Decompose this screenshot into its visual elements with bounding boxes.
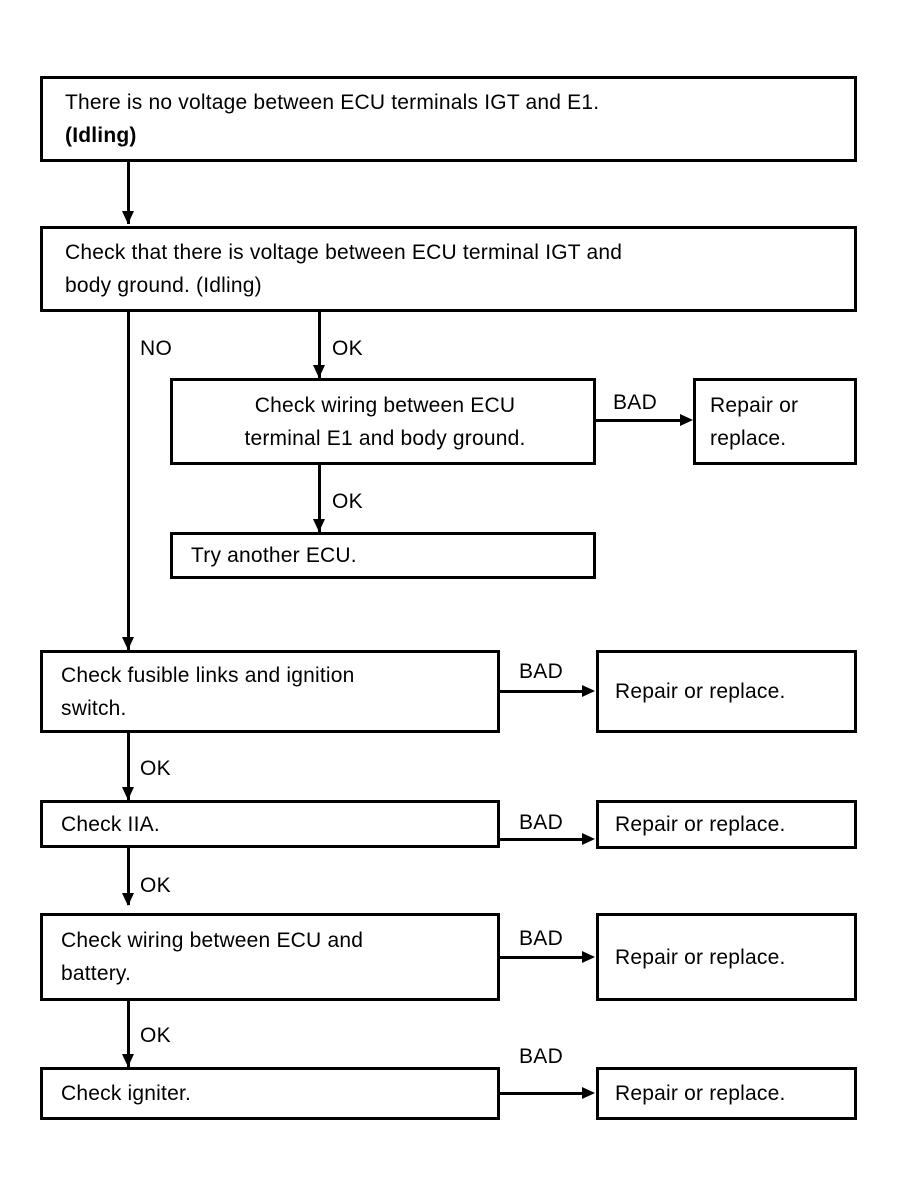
connector-bad-igniter	[500, 1092, 588, 1095]
connector-ok-igniter	[127, 1001, 130, 1067]
arrowhead-ok-wiring-battery	[122, 893, 134, 906]
edge-label-ok-igniter: OK	[140, 1024, 171, 1047]
node-check-iia-line-1: Check IIA.	[61, 812, 160, 836]
node-repair-or-replace-1-line-1: Repair or	[710, 393, 799, 417]
connector-ok-try-ecu	[318, 465, 321, 532]
node-check-iia: Check IIA.	[40, 800, 500, 848]
node-check-wiring-battery-line-1: Check wiring between ECU and	[61, 929, 364, 952]
arrowhead-bad-fusible	[582, 685, 595, 697]
arrowhead-no-branch	[122, 637, 134, 650]
node-repair-or-replace-2-line-1: Repair or replace.	[615, 680, 786, 703]
node-try-another-ecu-line-1: Try another ECU.	[191, 544, 357, 567]
node-check-wiring-battery-line-2: battery.	[61, 962, 132, 985]
arrowhead-ok-iia	[122, 787, 134, 800]
edge-label-no: NO	[140, 337, 173, 360]
edge-label-bad-fusible: BAD	[519, 660, 564, 683]
node-repair-or-replace-2: Repair or replace.	[596, 650, 857, 733]
node-symptom-line-2: (Idling)	[65, 124, 137, 147]
connector-bad-iia	[500, 838, 588, 841]
node-repair-or-replace-3: Repair or replace.	[596, 800, 857, 849]
edge-label-bad-igniter: BAD	[519, 1045, 564, 1068]
node-repair-or-replace-4-line-1: Repair or replace.	[615, 945, 786, 969]
arrowhead-symptom-to-check-igt	[122, 211, 134, 224]
node-repair-or-replace-5: Repair or replace.	[596, 1067, 857, 1120]
edge-label-bad-e1: BAD	[613, 391, 658, 414]
node-repair-or-replace-3-line-1: Repair or replace.	[615, 813, 786, 836]
edge-label-ok-iia: OK	[140, 757, 171, 780]
edge-label-bad-iia: BAD	[519, 811, 564, 834]
node-check-wiring-e1: Check wiring between ECU terminal E1 and…	[170, 378, 596, 465]
connector-bad-e1	[596, 419, 688, 422]
node-symptom-line-1: There is no voltage between ECU terminal…	[65, 91, 600, 114]
node-check-wiring-e1-line-2: terminal E1 and body ground.	[244, 426, 526, 450]
arrowhead-bad-igniter	[582, 1087, 595, 1099]
connector-symptom-to-check-igt	[127, 162, 130, 224]
node-check-igt-line-2-text: body ground. (Idling)	[65, 274, 262, 297]
connector-ok-branch	[318, 312, 321, 378]
connector-no-branch	[127, 312, 130, 650]
node-check-igniter: Check igniter.	[40, 1067, 500, 1120]
node-check-fusible-links-line-2: switch.	[61, 696, 127, 720]
node-symptom: There is no voltage between ECU terminal…	[40, 76, 857, 162]
edge-label-bad-battery: BAD	[519, 927, 564, 950]
node-check-igt-line-2: body ground. (Idling)	[65, 269, 840, 302]
node-repair-or-replace-4: Repair or replace.	[596, 913, 857, 1001]
arrowhead-ok-igniter	[122, 1054, 134, 1067]
arrowhead-ok-branch	[313, 365, 325, 378]
node-check-igniter-line-1: Check igniter.	[61, 1082, 192, 1105]
connector-ok-wiring-battery	[127, 848, 130, 905]
connector-ok-iia	[127, 733, 130, 800]
node-check-wiring-e1-line-1: Check wiring between ECU	[254, 393, 516, 417]
node-repair-or-replace-5-line-1: Repair or replace.	[615, 1082, 786, 1105]
node-repair-or-replace-1: Repair or replace.	[693, 378, 857, 465]
arrowhead-ok-try-ecu	[313, 519, 325, 532]
arrowhead-bad-iia	[582, 833, 595, 845]
connector-bad-battery	[500, 956, 588, 959]
connector-bad-fusible	[500, 690, 588, 693]
node-check-igt-body-ground: Check that there is voltage between ECU …	[40, 226, 857, 312]
edge-label-ok-try-ecu: OK	[332, 490, 363, 513]
arrowhead-bad-e1	[680, 414, 693, 426]
node-check-fusible-links: Check fusible links and ignition switch.	[40, 650, 500, 733]
node-check-wiring-battery: Check wiring between ECU and battery.	[40, 913, 500, 1001]
edge-label-ok-branch: OK	[332, 337, 363, 360]
edge-label-ok-wiring-battery: OK	[140, 874, 171, 897]
node-check-igt-line-1: Check that there is voltage between ECU …	[65, 241, 623, 264]
node-repair-or-replace-1-line-2: replace.	[710, 426, 787, 450]
arrowhead-bad-battery	[582, 951, 595, 963]
node-try-another-ecu: Try another ECU.	[170, 532, 596, 579]
node-check-fusible-links-line-1: Check fusible links and ignition	[61, 663, 355, 687]
